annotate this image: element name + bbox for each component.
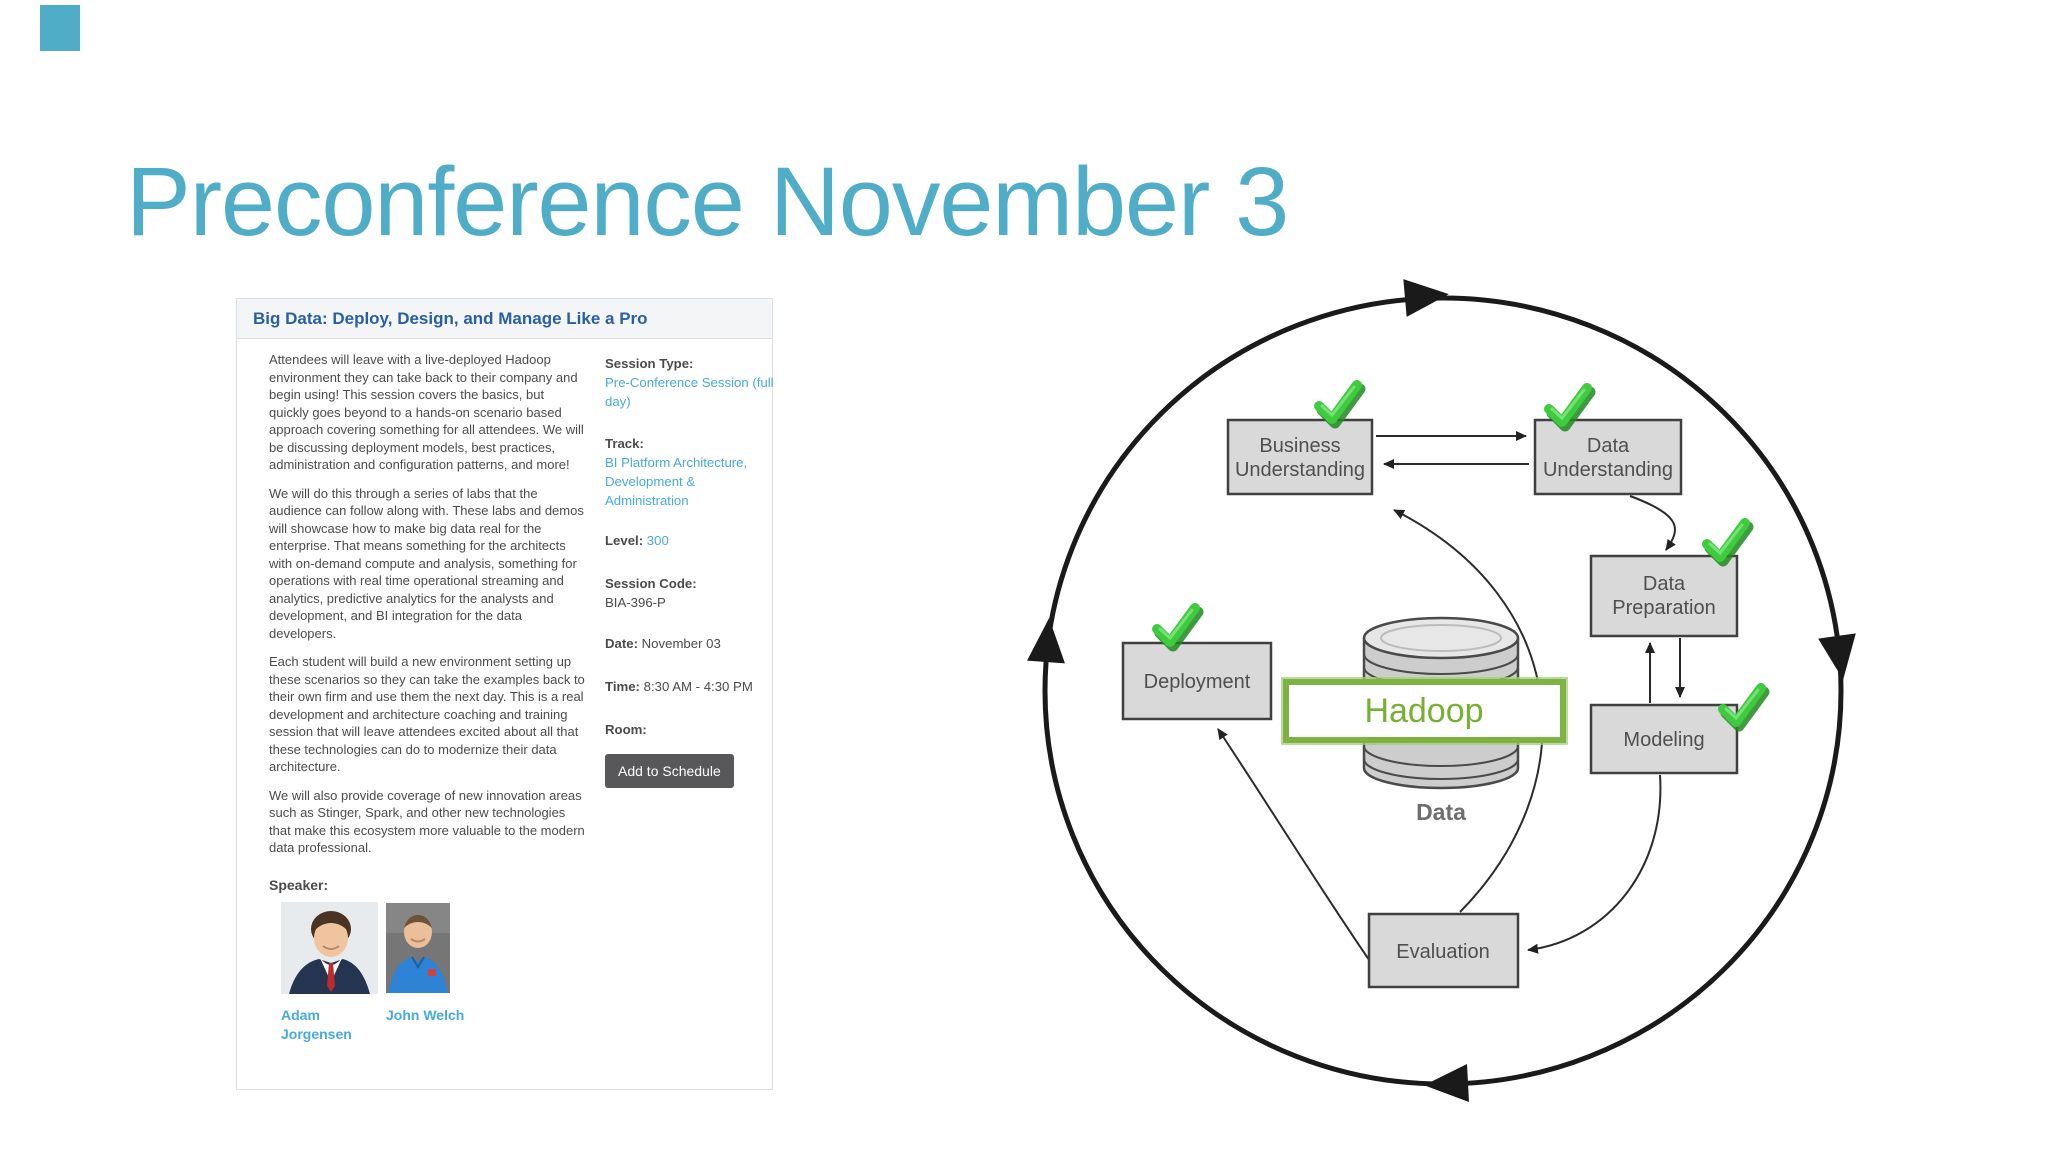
description-paragraph: Each student will build a new environmen… bbox=[269, 654, 585, 774]
node-business-understanding-label2: Understanding bbox=[1235, 459, 1365, 481]
field-track: Track: BI Platform Architecture, Develop… bbox=[605, 434, 777, 510]
node-deployment-label: Deployment bbox=[1144, 671, 1251, 693]
speaker-link-john[interactable]: John Welch bbox=[386, 1007, 465, 1023]
node-data-understanding bbox=[1533, 418, 1683, 496]
time-value: 8:30 AM - 4:30 PM bbox=[643, 679, 753, 694]
node-data-understanding-label: Data bbox=[1587, 435, 1630, 457]
date-label: Date: bbox=[605, 636, 638, 651]
speaker-photo-john[interactable] bbox=[386, 903, 450, 993]
description-paragraph: Attendees will leave with a live-deploye… bbox=[269, 352, 584, 472]
add-to-schedule-button[interactable]: Add to Schedule bbox=[605, 754, 734, 788]
node-data-preparation-label: Data bbox=[1643, 573, 1686, 595]
field-room: Room: bbox=[605, 720, 777, 739]
arrow-evaluation-to-deployment bbox=[1217, 728, 1375, 968]
track-label: Track: bbox=[605, 436, 644, 451]
cycle-arrow-bottom bbox=[1424, 1064, 1469, 1102]
room-label: Room: bbox=[605, 722, 647, 737]
session-title-bar: Big Data: Deploy, Design, and Manage Lik… bbox=[237, 299, 772, 339]
crisp-dm-diagram: Business Understanding Data Understandin… bbox=[1027, 279, 1856, 1102]
description-paragraph: We will also provide coverage of new inn… bbox=[269, 787, 585, 856]
node-data-preparation bbox=[1589, 554, 1739, 638]
node-deployment bbox=[1121, 641, 1273, 721]
node-evaluation-label: Evaluation bbox=[1396, 941, 1489, 963]
data-label: Data bbox=[1416, 799, 1466, 825]
arrow-data-understanding-to-preparation bbox=[1629, 495, 1676, 551]
slide-accent-square bbox=[40, 5, 80, 51]
check-icon-data-preparation bbox=[1707, 523, 1748, 561]
level-link[interactable]: 300 bbox=[646, 533, 669, 548]
session-card: Big Data: Deploy, Design, and Manage Lik… bbox=[236, 298, 774, 1090]
field-session-code: Session Code: BIA-396-P bbox=[605, 574, 777, 612]
arrow-modeling-to-evaluation bbox=[1527, 774, 1662, 954]
node-modeling-label: Modeling bbox=[1623, 729, 1704, 751]
session-code-value: BIA-396-P bbox=[605, 595, 666, 610]
speaker-label: Speaker: bbox=[269, 876, 329, 893]
cycle-arrow-left bbox=[1027, 618, 1065, 664]
time-label: Time: bbox=[605, 679, 640, 694]
node-modeling bbox=[1589, 703, 1739, 775]
check-icon-business-understanding bbox=[1319, 385, 1360, 423]
session-description: Attendees will leave with a live-deploye… bbox=[269, 351, 585, 1052]
field-level: Level: 300 bbox=[605, 531, 777, 550]
node-data-understanding-label2: Understanding bbox=[1543, 459, 1673, 481]
level-label: Level: bbox=[605, 533, 644, 548]
slide-title: Preconference November 3 bbox=[126, 147, 1289, 256]
session-type-link[interactable]: Pre-Conference Session (full day) bbox=[605, 375, 774, 409]
node-evaluation bbox=[1367, 912, 1520, 989]
speaker-photo-adam[interactable] bbox=[281, 902, 378, 994]
track-link[interactable]: BI Platform Architecture, Development & … bbox=[605, 455, 748, 508]
diagram-nodes: Business Understanding Data Understandin… bbox=[1121, 418, 1739, 989]
field-date: Date: November 03 bbox=[605, 634, 777, 653]
field-session-type: Session Type: Pre-Conference Session (fu… bbox=[605, 354, 777, 411]
session-title-link[interactable]: Big Data: Deploy, Design, and Manage Lik… bbox=[253, 308, 648, 328]
cycle-arrow-top bbox=[1403, 279, 1449, 317]
field-time: Time: 8:30 AM - 4:30 PM bbox=[605, 677, 777, 696]
session-type-label: Session Type: bbox=[605, 356, 694, 371]
date-value: November 03 bbox=[641, 636, 721, 651]
speakers-row: Adam Jorgensen John Welch bbox=[269, 902, 585, 1052]
node-business-understanding bbox=[1226, 418, 1374, 496]
hadoop-label: Hadoop bbox=[1364, 692, 1483, 730]
hadoop-box-outer bbox=[1281, 677, 1568, 745]
session-code-label: Session Code: bbox=[605, 576, 697, 591]
speaker-link-adam[interactable]: Adam Jorgensen bbox=[281, 1007, 352, 1042]
description-paragraph: We will do this through a series of labs… bbox=[269, 485, 584, 641]
node-business-understanding-label: Business bbox=[1259, 435, 1340, 457]
hadoop-box bbox=[1283, 679, 1566, 743]
check-icon-deployment bbox=[1157, 608, 1198, 646]
node-data-preparation-label2: Preparation bbox=[1612, 597, 1715, 619]
cycle-arrow-right bbox=[1818, 633, 1856, 680]
